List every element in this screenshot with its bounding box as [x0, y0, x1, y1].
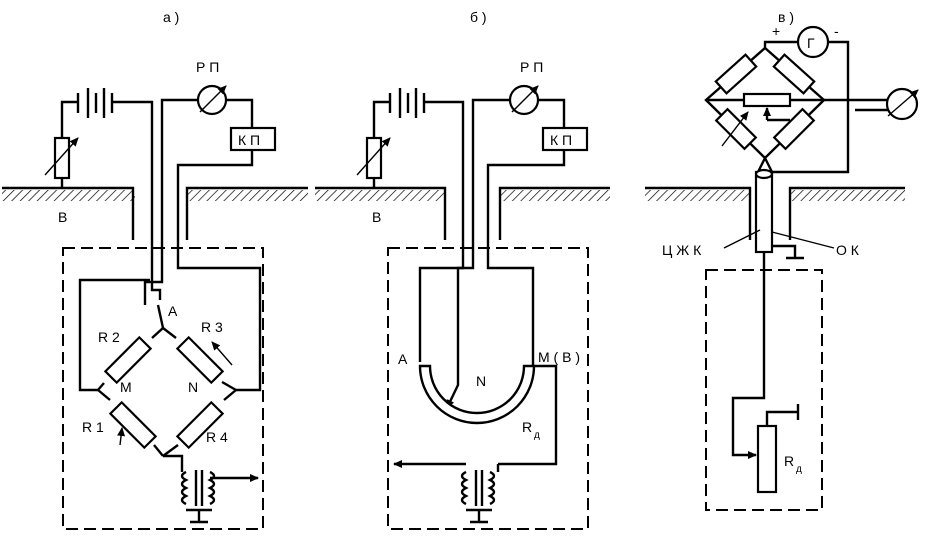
- r1-label: R 1: [82, 419, 104, 435]
- enclosure-a: [62, 247, 264, 530]
- ground-surface-b: [315, 186, 610, 240]
- bridge-left-wire: [78, 278, 150, 392]
- generator-label: Г: [807, 35, 815, 51]
- r2-label: R 2: [98, 329, 120, 345]
- ground-hatch-right-v: [790, 190, 905, 201]
- cable-wire-right: [763, 157, 774, 173]
- transformer-icon-b: [460, 464, 500, 524]
- kp-label-a: К П: [238, 132, 260, 148]
- rd-sub-label-b: д: [534, 430, 540, 441]
- resistor-r3: [162, 327, 237, 392]
- slide-wire-resistor: [742, 92, 792, 108]
- ground-label-b: В: [372, 209, 381, 225]
- meter-icon: [196, 84, 228, 116]
- meter-label-b: Р П: [520, 59, 543, 75]
- panel-a-caption: а ): [163, 9, 179, 25]
- r4-label: R 4: [206, 429, 228, 445]
- node-n-label-b: N: [476, 373, 486, 389]
- bridge-bottom-wire: [163, 454, 184, 472]
- meter-wire-right-b: [538, 98, 566, 128]
- cable: [754, 170, 774, 254]
- bridge-top-wire: [156, 304, 165, 329]
- resistor-v-bl: [714, 107, 758, 151]
- panel-v: в ) + - Г: [645, 9, 919, 511]
- rd-label-b: R: [522, 419, 532, 435]
- panel-a: а ) В Р П К П: [2, 9, 308, 530]
- rd-sub-label-v: д: [796, 464, 802, 475]
- ground-surface-v: [645, 186, 905, 240]
- node-n-label-a: N: [188, 379, 198, 395]
- panel-v-caption: в ): [778, 9, 794, 25]
- node-a-label: А: [168, 303, 178, 319]
- cable-shield-ground: [772, 244, 804, 260]
- kp-label-b: К П: [550, 132, 572, 148]
- right-cable-label: О К: [836, 242, 860, 258]
- node-a-label-b: А: [398, 351, 408, 367]
- gen-wire-left: [763, 40, 798, 48]
- rd-ground-v: [765, 404, 800, 426]
- rd-resistor-v: [756, 424, 778, 494]
- left-cable-label: Ц Ж К: [662, 242, 702, 258]
- ground-surface: [2, 186, 308, 240]
- node-m-label-a: М: [120, 379, 132, 395]
- meter-label-a: Р П: [196, 59, 219, 75]
- kp-wire-b: [486, 150, 566, 366]
- meter-icon-v: [885, 87, 919, 121]
- minus-label: -: [834, 23, 839, 39]
- transformer-icon: [180, 470, 216, 524]
- resistor-r2: [97, 327, 164, 391]
- meter-wire-right: [226, 98, 254, 128]
- cable-top: [754, 168, 774, 180]
- panel-b: б ) В Р П К П А N: [315, 9, 610, 530]
- variable-resistor-icon-b: [356, 136, 391, 180]
- gen-wire-right: [768, 40, 850, 174]
- panel-b-caption: б ): [470, 9, 487, 25]
- rd-label-v: R: [784, 453, 794, 469]
- ground-hatch-left: [2, 190, 135, 201]
- ground-hatch-right-b: [500, 190, 610, 201]
- variable-resistor-icon: [44, 136, 79, 180]
- resistor-r4: [162, 389, 237, 457]
- resistor-v-br: [772, 107, 816, 151]
- meter-wire-left-b: [445, 98, 510, 409]
- enclosure-b: [387, 247, 589, 530]
- node-m-label-b: М ( В ): [538, 349, 580, 365]
- battery-icon-b: [388, 88, 426, 118]
- meter-icon-b: [508, 84, 540, 116]
- r3-label: R 3: [201, 319, 223, 335]
- ground-hatch-left-v: [645, 190, 750, 201]
- plus-label: +: [772, 23, 780, 39]
- rd-wire: [731, 252, 766, 459]
- left-cable-pointer: [723, 229, 761, 249]
- u-resistor: [418, 364, 536, 425]
- resistor-v-tl: [714, 53, 758, 95]
- ground-hatch-left-b: [315, 190, 445, 201]
- meter-wire-left: [143, 98, 198, 305]
- kp-wire: [176, 150, 262, 392]
- battery-icon: [76, 88, 114, 118]
- b-right-wire: [498, 364, 558, 466]
- resistor-r1: [97, 389, 164, 457]
- resistor-v-tr: [772, 53, 816, 95]
- right-cable-pointer: [771, 231, 835, 249]
- ground-label-a: В: [58, 209, 67, 225]
- ground-hatch-right: [186, 190, 308, 201]
